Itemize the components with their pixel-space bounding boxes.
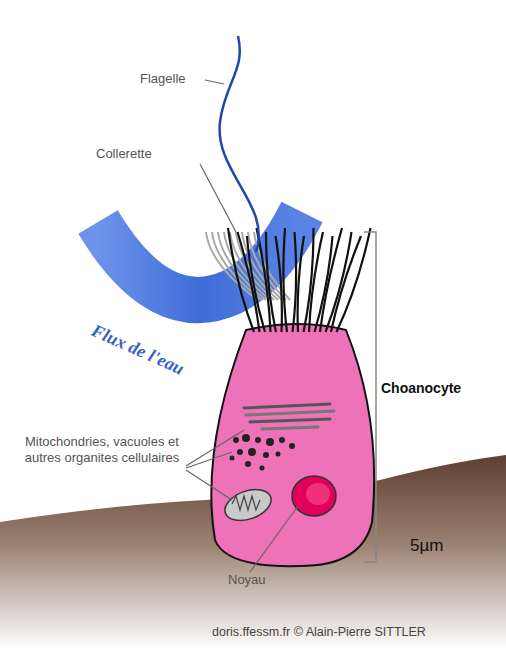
collar <box>228 228 371 332</box>
part-label: Noyau <box>228 572 266 588</box>
flow-label: Flux de l'eau <box>89 322 186 377</box>
part-label: Flagelle <box>140 71 186 87</box>
part-label: Collerette <box>96 146 152 162</box>
nucleus <box>292 476 336 516</box>
cell-body <box>211 324 374 566</box>
dimension-label: 5µm <box>410 538 443 554</box>
leader-lines <box>186 80 298 572</box>
water-flow-band <box>98 212 302 300</box>
part-label: Mitochondries, vacuoles et autres organi… <box>22 434 182 466</box>
golgi <box>244 404 334 429</box>
flagellum <box>220 36 259 252</box>
mitochondrion <box>221 484 276 527</box>
cell-name: Choanocyte <box>381 380 461 396</box>
size-bracket <box>364 232 376 562</box>
credit-watermark: doris.ffessm.fr © Alain-Pierre SITTLER <box>212 624 426 640</box>
vacuoles <box>230 434 296 471</box>
